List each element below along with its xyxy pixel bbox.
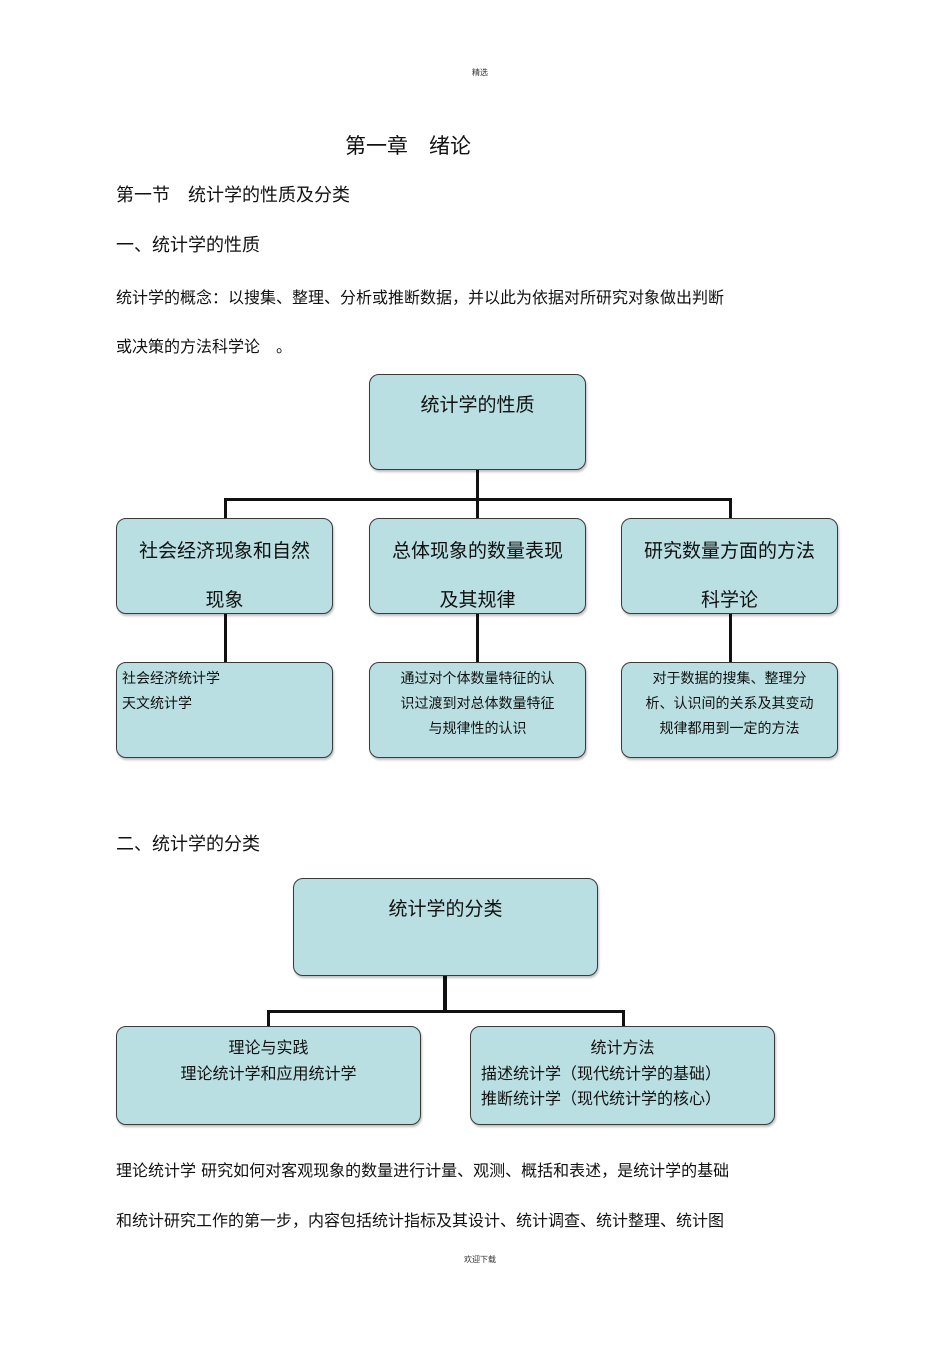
section-title: 第一节 统计学的性质及分类 [116,185,350,206]
body-text-line-1: 理论统计学 研究如何对客观现象的数量进行计量、观测、概括和表述，是统计学的基础 [116,1161,730,1180]
chapter-title: 第一章 绪论 [345,134,471,158]
classification-root-box: 统计学的分类 [293,878,598,976]
classification-right-title: 统计方法 [590,1038,655,1057]
connector-root-down [476,468,479,500]
nature-child-box-2: 总体现象的数量表现 及其规律 [369,518,586,614]
nature-child-2-line-2: 及其规律 [439,589,516,611]
page-footer-label: 欢迎下载 [464,1255,496,1264]
connector-to-child-2 [476,498,479,518]
nature-detail-3-line-2: 析、认识间的关系及其变动 [645,696,814,712]
nature-child-3-line-1: 研究数量方面的方法 [643,540,815,562]
nature-child-1-line-1: 社会经济现象和自然 [138,540,310,562]
part2-heading: 二、统计学的分类 [116,834,260,855]
connector-child-3-detail [729,612,732,662]
nature-child-2-line-1: 总体现象的数量表现 [391,540,563,562]
part1-heading: 一、统计学的性质 [116,235,260,256]
page-header-label: 精选 [472,68,488,77]
nature-root-label: 统计学的性质 [420,394,535,416]
classification-left-title: 理论与实践 [228,1038,309,1057]
connector-class-root-down [443,975,447,1012]
classification-right-line-2: 推断统计学（现代统计学的核心） [481,1089,722,1108]
nature-detail-2-line-2: 识过渡到对总体数量特征 [400,696,555,712]
nature-child-1-line-2: 现象 [205,589,244,611]
nature-child-box-1: 社会经济现象和自然 现象 [116,518,333,614]
nature-detail-1-line-1: 社会经济统计学 [122,671,220,687]
nature-detail-box-2: 通过对个体数量特征的认 识过渡到对总体数量特征 与规律性的认识 [369,662,586,758]
nature-detail-box-1: 社会经济统计学 天文统计学 [116,662,333,758]
connector-child-2-detail [476,612,479,662]
connector-class-right [622,1010,625,1027]
connector-class-horizontal [267,1010,625,1013]
connector-to-child-3 [729,498,732,518]
definition-line-1: 统计学的概念：以搜集、整理、分析或推断数据，并以此为依据对所研究对象做出判断 [116,288,725,307]
classification-left-box: 理论与实践 理论统计学和应用统计学 [116,1026,421,1125]
classification-root-label: 统计学的分类 [388,898,503,920]
nature-detail-3-line-3: 规律都用到一定的方法 [659,721,800,737]
nature-root-box: 统计学的性质 [369,374,586,470]
nature-child-box-3: 研究数量方面的方法 科学论 [621,518,838,614]
nature-detail-2-line-3: 与规律性的认识 [428,721,527,737]
nature-detail-box-3: 对于数据的搜集、整理分 析、认识间的关系及其变动 规律都用到一定的方法 [621,662,838,758]
classification-right-line-1: 描述统计学（现代统计学的基础） [481,1064,722,1083]
connector-child-1-detail [224,612,227,662]
definition-line-2: 或决策的方法科学论 。 [116,337,293,356]
connector-class-left [267,1010,270,1027]
nature-detail-1-line-2: 天文统计学 [122,696,192,712]
classification-right-box: 统计方法 描述统计学（现代统计学的基础） 推断统计学（现代统计学的核心） [470,1026,775,1125]
connector-to-child-1 [224,498,227,518]
classification-left-line: 理论统计学和应用统计学 [180,1064,357,1083]
nature-child-3-line-2: 科学论 [700,589,758,611]
nature-detail-2-line-1: 通过对个体数量特征的认 [400,671,555,687]
body-text-line-2: 和统计研究工作的第一步，内容包括统计指标及其设计、统计调查、统计整理、统计图 [116,1211,725,1230]
nature-detail-3-line-1: 对于数据的搜集、整理分 [652,671,807,687]
